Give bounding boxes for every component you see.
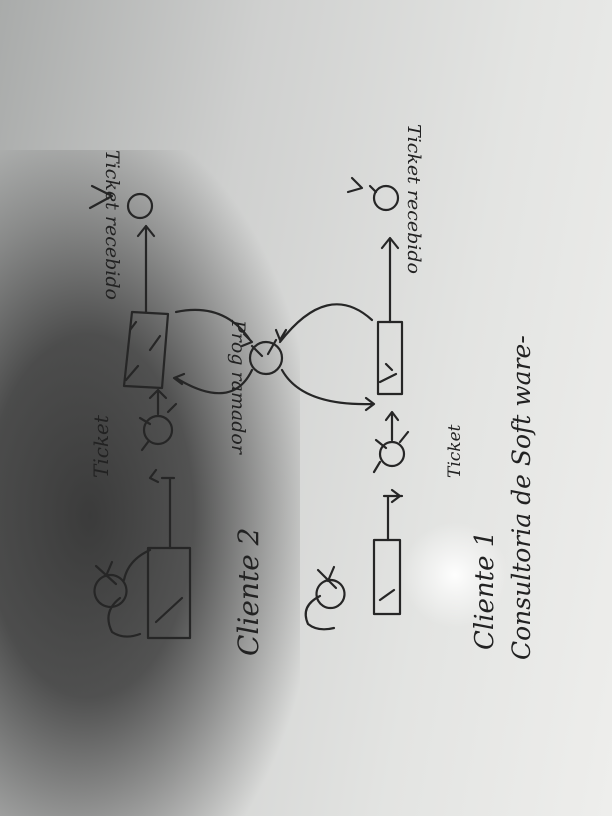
arrow-client2-to-ticket [148,468,176,550]
arrow-programmer-to-queue-bottom [280,368,376,412]
ticket-received-top-label: Ticket recebido [101,150,123,300]
arrow-queue-to-received-bottom [380,236,400,324]
client1-computer-detail [378,588,396,602]
arrow-queue-bottom-to-programmer [274,303,374,344]
ticket-top-label: Ticket [89,414,113,478]
ticket-received-bottom-icon [346,176,400,212]
client2-computer-detail [154,596,184,624]
ticket-bottom-label: Ticket [445,424,465,478]
programmer-icon [248,338,284,376]
arrow-ticket-to-queue-top [148,388,168,416]
client1-computer [372,538,402,616]
queue-bottom [376,320,404,396]
arrow-queue-to-received-top [136,224,156,314]
arrow-programmer-to-queue-top [172,368,254,395]
queue-top [122,310,170,390]
arrow-ticket-to-queue-bottom [384,410,400,442]
client1-figure [304,565,346,631]
ticket-top-icon [138,402,178,452]
programmer-label: Prog ramador [227,319,249,456]
client1-label: Cliente 1 [470,531,500,650]
ticket-received-top-icon [88,184,154,220]
client2-figure [93,548,152,638]
arrow-client1-to-ticket [382,488,404,542]
ticket-received-bottom-label: Ticket recebido [403,124,424,274]
client2-computer [146,546,192,640]
client2-label: Cliente 2 [232,528,265,656]
caption-label: Consultoria de Soft ware- [507,335,536,660]
arrow-queue-top-to-programmer [174,308,254,348]
ticket-bottom-icon [372,430,410,474]
